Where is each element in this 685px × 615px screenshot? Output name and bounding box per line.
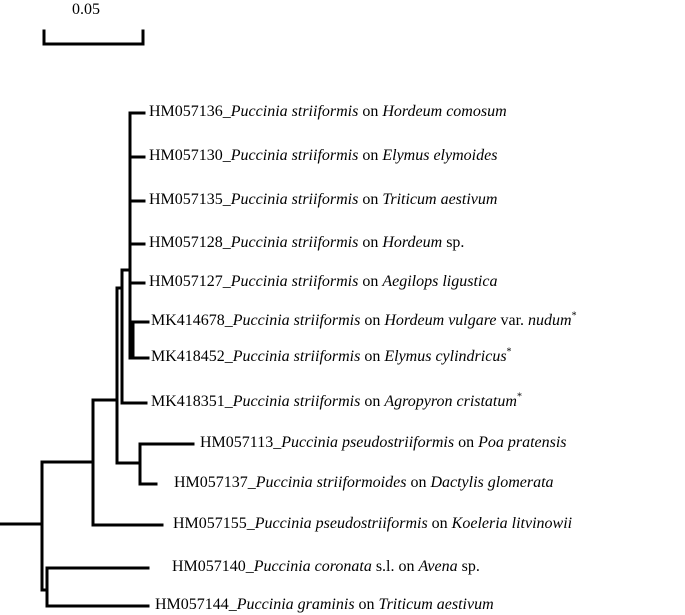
connector-word: on [364, 393, 381, 410]
host-name: Hordeum comosum [382, 103, 507, 120]
species-name: Puccinia striiformis [232, 348, 361, 365]
species-name: Puccinia striiformis [230, 234, 359, 251]
species-name: Puccinia graminis [236, 596, 355, 613]
accession-id: HM057130 [149, 147, 223, 164]
host-name: Elymus cylindricus [384, 348, 507, 365]
host-variety: nudum [528, 312, 572, 329]
connector-word: on [398, 558, 415, 575]
taxon-label: HM057130_Puccinia striiformis on Elymus … [149, 147, 498, 164]
host-name: Koeleria litvinowii [451, 515, 573, 532]
host-name: Elymus elymoides [382, 147, 498, 164]
taxon-label: MK414678_Puccinia striiformis on Hordeum… [151, 310, 577, 329]
accession-id: HM057155 [173, 515, 247, 532]
host-name: Hordeum vulgare [384, 312, 497, 329]
species-name: Puccinia coronata [253, 558, 372, 575]
taxon-label: HM057155_Puccinia pseudostriiformis on K… [173, 515, 573, 532]
species-name: Puccinia pseudostriiformis [281, 434, 455, 451]
taxon-label: HM057135_Puccinia striiformis on Triticu… [149, 191, 498, 208]
host-name: Hordeum [382, 234, 443, 251]
connector-word: on [358, 596, 375, 613]
host-name: Agropyron cristatum [384, 393, 517, 410]
accession-id: MK414678 [151, 312, 225, 329]
connector-word: on [362, 191, 379, 208]
accession-id: MK418351 [151, 393, 225, 410]
connector-word: on [362, 273, 379, 290]
asterisk-marker: * [506, 346, 512, 358]
connector-word: on [362, 147, 379, 164]
host-name: Triticum aestivum [382, 191, 498, 208]
accession-id: HM057127 [149, 273, 223, 290]
taxon-label: HM057127_Puccinia striiformis on Aegilop… [149, 273, 498, 290]
host-name: Triticum aestivum [378, 596, 494, 613]
host-name: Avena [418, 558, 458, 575]
accession-id: HM057135 [149, 191, 223, 208]
scale-bar-label: 0.05 [72, 1, 100, 18]
host-qualifier: sp. [457, 558, 480, 575]
taxon-label: MK418351_Puccinia striiformis on Agropyr… [151, 391, 522, 410]
taxon-label: HM057140_Puccinia coronata s.l. on Avena… [172, 558, 480, 575]
accession-id: HM057144 [155, 596, 229, 613]
connector-word: on [364, 312, 381, 329]
asterisk-marker: * [571, 310, 577, 322]
connector-word: on [458, 434, 475, 451]
species-name: Puccinia striiformis [232, 312, 361, 329]
taxon-label: HM057113_Puccinia pseudostriiformis on P… [200, 434, 567, 451]
taxon-label: MK418452_Puccinia striiformis on Elymus … [151, 346, 512, 365]
host-name: Poa pratensis [478, 434, 567, 451]
connector-word: on [431, 515, 448, 532]
accession-id: HM057128 [149, 234, 223, 251]
connector-word: on [364, 348, 381, 365]
taxon-label: HM057136_Puccinia striiformis on Hordeum… [149, 103, 507, 120]
species-name: Puccinia pseudostriiformis [254, 515, 428, 532]
taxon-label: HM057137_Puccinia striiformoides on Dact… [174, 474, 554, 491]
connector-word: on [362, 234, 379, 251]
species-qualifier: s.l. [371, 558, 395, 575]
species-name: Puccinia striiformoides [255, 474, 407, 491]
taxon-label: HM057128_Puccinia striiformis on Hordeum… [149, 234, 465, 251]
accession-id: HM057140 [172, 558, 246, 575]
accession-id: HM057136 [149, 103, 223, 120]
host-name: Aegilops ligustica [382, 273, 498, 290]
connector-word: on [410, 474, 427, 491]
accession-id: MK418452 [151, 348, 225, 365]
species-name: Puccinia striiformis [230, 103, 359, 120]
connector-word: on [362, 103, 379, 120]
species-name: Puccinia striiformis [232, 393, 361, 410]
host-name: Dactylis glomerata [430, 474, 554, 491]
host-qualifier: var. [496, 312, 529, 329]
host-qualifier: sp. [442, 234, 465, 251]
accession-id: HM057137 [174, 474, 248, 491]
species-name: Puccinia striiformis [230, 191, 359, 208]
species-name: Puccinia striiformis [230, 147, 359, 164]
asterisk-marker: * [516, 391, 522, 403]
accession-id: HM057113 [200, 434, 274, 451]
taxon-label: HM057144_Puccinia graminis on Triticum a… [155, 596, 494, 613]
species-name: Puccinia striiformis [230, 273, 359, 290]
